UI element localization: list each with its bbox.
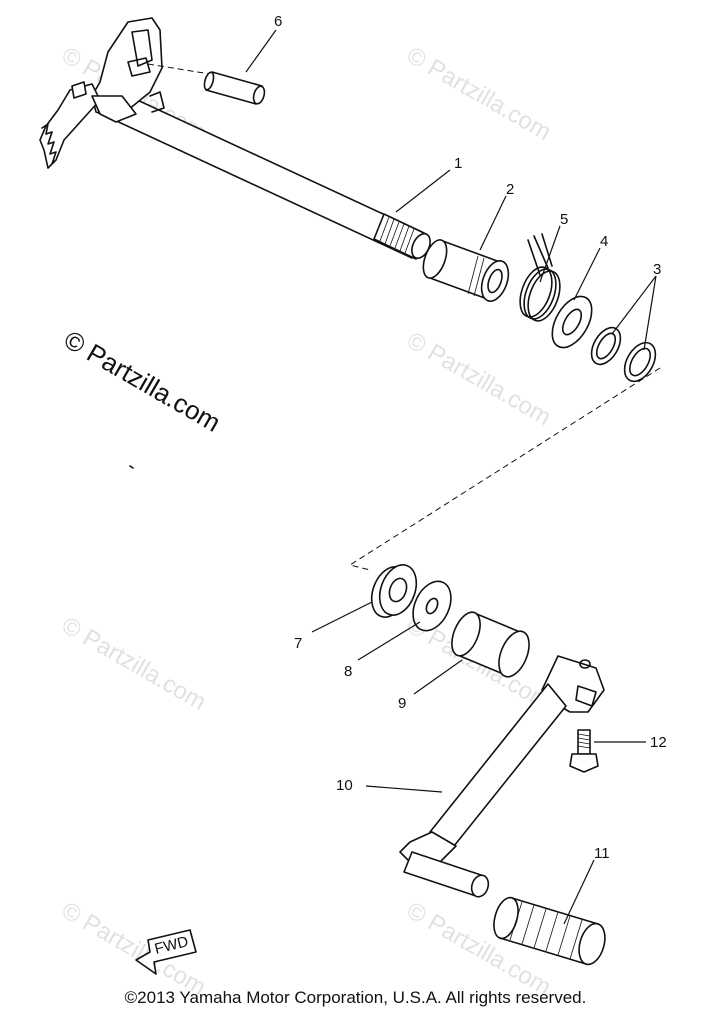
part-bolt xyxy=(569,729,599,773)
stray-mark xyxy=(129,465,134,469)
part-washer-8 xyxy=(412,580,452,632)
part-circlips xyxy=(590,326,657,383)
part-collar-9 xyxy=(451,611,530,678)
callout-numbers: 1 2 3 4 5 6 7 8 9 10 11 12 xyxy=(274,13,667,862)
callout-3: 3 xyxy=(653,261,661,278)
callout-1: 1 xyxy=(454,155,462,172)
callout-7: 7 xyxy=(294,635,302,652)
callout-2: 2 xyxy=(506,181,514,198)
callout-9: 9 xyxy=(398,695,406,712)
callout-12: 12 xyxy=(650,734,667,751)
callout-4: 4 xyxy=(600,233,608,250)
part-torsion-spring xyxy=(519,233,561,322)
watermark: © Partzilla.com xyxy=(57,612,211,716)
part-washer-4 xyxy=(551,295,593,349)
callout-5: 5 xyxy=(560,211,568,228)
callout-6: 6 xyxy=(274,13,282,30)
part-shift-pedal xyxy=(399,655,605,898)
callout-11: 11 xyxy=(594,845,610,862)
part-pin xyxy=(203,71,266,105)
part-shift-shaft xyxy=(39,17,431,260)
callout-8: 8 xyxy=(344,663,352,680)
watermark: © Partzilla.com xyxy=(402,327,556,431)
part-pedal-rubber xyxy=(493,896,606,966)
part-oil-seal xyxy=(370,564,418,618)
copyright-notice: ©2013 Yamaha Motor Corporation, U.S.A. A… xyxy=(124,988,587,1007)
watermark-dark: © Partzilla.com xyxy=(59,324,226,438)
part-collar xyxy=(422,239,510,302)
assembly-dash-line xyxy=(348,367,661,571)
leader-lines xyxy=(245,29,657,925)
watermark: © Partzilla.com xyxy=(402,42,556,146)
callout-10: 10 xyxy=(336,777,353,794)
forward-direction-arrow: FWD xyxy=(135,929,197,975)
